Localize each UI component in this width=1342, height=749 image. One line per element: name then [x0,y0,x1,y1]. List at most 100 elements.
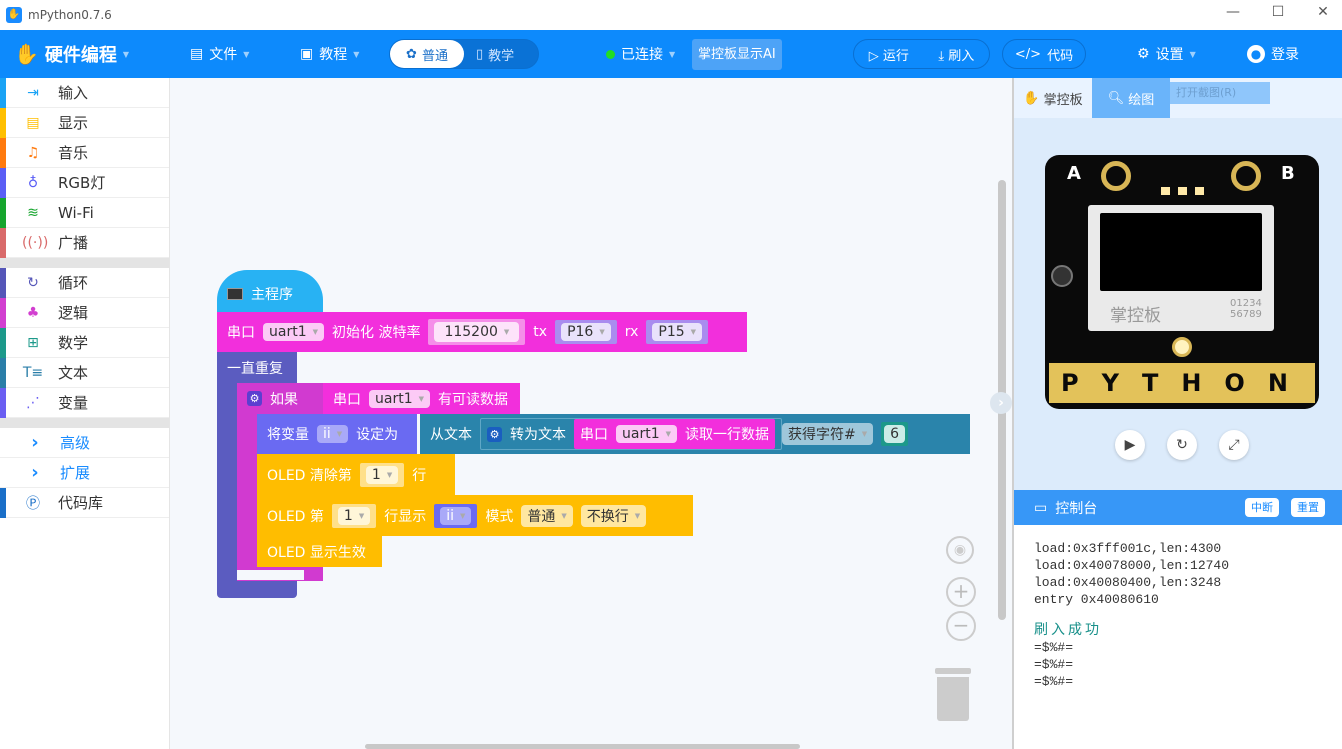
uart-dropdown[interactable]: uart1▼ [263,323,324,341]
number-field[interactable]: 6 [884,425,906,443]
reset-icon[interactable]: ↻ [1167,430,1197,460]
minimize-button[interactable]: — [1226,4,1240,20]
set-variable-block[interactable]: 将变量 ii▼ 设定为 [257,414,417,454]
oled-show-block[interactable]: OLED 第 1▼ 行显示 ii▼ 模式 普通▼ 不换行▼ [257,495,693,536]
brand-menu[interactable]: ✋ 硬件编程▼ [14,42,130,66]
gear-icon[interactable]: ⚙ [487,426,502,442]
readline-label: 读取一行数据 [685,427,769,443]
book-open-icon: ▯ [476,46,484,62]
tx-pin-dropdown[interactable]: P16▼ [561,323,611,341]
gear-icon[interactable]: ⚙ [247,391,262,406]
variable-dropdown[interactable]: ii▼ [317,425,349,443]
tutorial-menu[interactable]: ▣教程▼ [300,46,360,63]
sidebar-item-6[interactable]: ↻循环 [0,268,169,298]
from-text-block[interactable]: 从文本 ⚙ 转为文本 串口 uart1▼ 读取一行数据 获得字符#▼ 6 [420,414,970,454]
rx-pin-dropdown[interactable]: P15▼ [652,323,703,341]
code-button[interactable]: </>代码 [1002,39,1086,69]
baud-dropdown[interactable]: 115200▼ [434,322,520,342]
oled-clear-label: OLED 清除第 [267,467,352,484]
mode-normal-button[interactable]: ✿普通 [390,40,464,68]
board-icon [227,288,243,300]
hand-logo-icon: ✋ [14,42,39,66]
code-label: 代码 [1047,48,1074,64]
zoom-out-icon[interactable]: − [946,611,976,641]
row-dropdown[interactable]: 1▼ [337,506,371,525]
init-label: 初始化 波特率 [332,325,421,341]
to-text-label: 转为文本 [510,427,566,443]
tx-label: tx [533,324,548,340]
maximize-button[interactable]: ☐ [1271,4,1285,20]
recenter-icon[interactable]: ◉ [946,536,974,564]
to-text-block[interactable]: ⚙ 转为文本 串口 uart1▼ 读取一行数据 [480,418,782,450]
login-button[interactable]: ●登录 [1247,30,1299,78]
uart-readline-block[interactable]: 串口 uart1▼ 读取一行数据 [574,419,775,449]
play-icon[interactable]: ▶ [1115,430,1145,460]
tab-board[interactable]: ✋掌控板 [1014,78,1092,118]
close-button[interactable]: ✕ [1317,4,1329,20]
sidebar-item-2[interactable]: ♫音乐 [0,138,169,168]
uart-dropdown[interactable]: uart1▼ [616,425,677,443]
uart-available-block[interactable]: 串口 uart1▼ 有可读数据 [323,383,520,414]
category-color-bar [0,138,6,168]
serial-label: 串口 [333,391,361,408]
wrap-dropdown[interactable]: 不换行▼ [580,504,647,527]
connection-status[interactable]: 已连接▼ [606,30,675,78]
zoom-in-icon[interactable]: + [946,577,976,607]
run-label: 运行 [882,48,909,64]
board-brand: 掌控板 [1110,306,1161,326]
category-color-bar [0,78,6,108]
flash-button[interactable]: ⤓ 刷入 [938,48,975,64]
oled-clear-block[interactable]: OLED 清除第 1▼ 行 [257,454,455,495]
console-line: load:0x40080400,len:3248 [1034,575,1222,590]
fullscreen-icon[interactable]: ⤢ [1219,430,1249,460]
brand-label: 硬件编程 [44,45,117,66]
horizontal-scrollbar[interactable] [365,744,800,749]
sidebar-item-0[interactable]: ⇥输入 [0,78,169,108]
sidebar-item-8[interactable]: ⊞数学 [0,328,169,358]
tab-draw[interactable]: 🔍︎绘图 [1092,78,1170,118]
trash-icon[interactable] [935,668,971,722]
variable-dropdown[interactable]: ii▼ [440,506,472,525]
file-menu[interactable]: ▤文件▼ [190,46,250,63]
sidebar-item-3[interactable]: ♁RGB灯 [0,168,169,198]
get-char-dropdown[interactable]: 获得字符#▼ [782,423,874,445]
sidebar-item-5[interactable]: ((·))广播 [0,228,169,258]
console-line: entry 0x40080610 [1034,592,1159,607]
tutorial-label: 教程 [319,47,348,63]
category-color-bar [0,108,6,138]
mode-teach-button[interactable]: ▯教学 [476,45,514,64]
mode-dropdown[interactable]: 普通▼ [521,504,573,527]
category-color-bar [0,388,6,418]
reset-button[interactable]: 重置 [1291,498,1325,517]
show-label: 行显示 [384,508,427,525]
sidebar-item-4[interactable]: ≋Wi-Fi [0,198,169,228]
main-label: 主程序 [251,287,293,303]
sidebar-item-11[interactable]: ›高级 [0,428,169,458]
mode-switch[interactable]: ✿普通 ▯教学 [389,39,539,69]
main-program-block[interactable]: 主程序 [217,270,323,312]
touch-pad [1231,161,1261,191]
sidebar-item-10[interactable]: ⋰变量 [0,388,169,418]
uart-init-block[interactable]: 串口 uart1▼ 初始化 波特率 115200▼ tx P16▼ rx P15… [217,312,747,352]
board-display-button[interactable]: 掌控板显示AI [692,39,782,70]
oled-apply-block[interactable]: OLED 显示生效 [257,536,382,567]
row-dropdown[interactable]: 1▼ [365,465,399,484]
rx-label: rx [624,324,639,340]
sidebar-item-9[interactable]: T≡文本 [0,358,169,388]
category-label: 变量 [58,394,89,412]
blocks-workspace[interactable]: 主程序 串口 uart1▼ 初始化 波特率 115200▼ tx P16▼ rx… [170,78,1012,749]
settings-menu[interactable]: ⚙设置▼ [1137,46,1196,63]
sidebar-item-1[interactable]: ▤显示 [0,108,169,138]
category-icon: T≡ [22,364,44,381]
uart-dropdown[interactable]: uart1▼ [369,389,430,408]
sidebar-item-7[interactable]: ♣逻辑 [0,298,169,328]
run-button[interactable]: ▷ 运行 [868,48,909,64]
sidebar-item-12[interactable]: ›扩展 [0,458,169,488]
app-logo-icon: ✋ [6,7,22,23]
stop-button[interactable]: 中断 [1245,498,1279,517]
panel-tabs: ✋掌控板 🔍︎绘图 打开截图(R) [1014,78,1342,118]
collapse-panel-icon[interactable]: › [990,392,1012,414]
var-socket: ii▼ [434,503,478,528]
